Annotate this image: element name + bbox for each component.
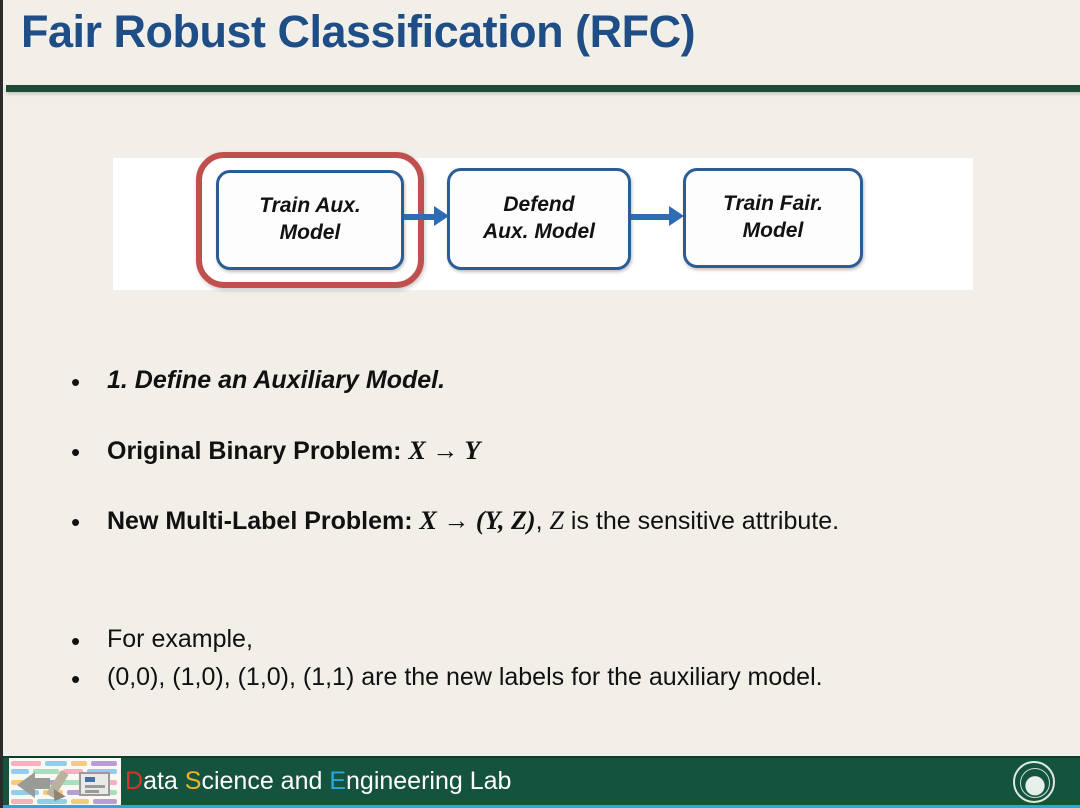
logo-bar — [71, 761, 87, 766]
logo-bar — [37, 799, 67, 804]
title-zone: Fair Robust Classification (RFC) — [3, 0, 1080, 86]
logo-bar — [87, 769, 117, 774]
document-icon-line — [85, 785, 105, 788]
bullet-1-text: 1. Define an Auxiliary Model. — [107, 365, 1051, 395]
logo-bar — [91, 761, 117, 766]
highlight-ring — [196, 152, 424, 288]
bullet-3-tail: is the sensitive attribute. — [563, 507, 840, 536]
bullet-5-text: (0,0), (1,0), (1,0), (1,1) are the new l… — [107, 663, 823, 692]
bullet-marker: • — [71, 664, 81, 695]
arrow-2-head — [669, 206, 684, 226]
flow-box-1-line1: Train Aux. — [259, 194, 361, 218]
flow-box-2-line2: Aux. Model — [482, 220, 595, 243]
bullet-3-math: X → (Y, Z) — [419, 506, 536, 536]
bullet-marker: • — [71, 437, 81, 467]
flow-box-1-text: Train Aux. Model — [259, 193, 361, 247]
bullet-2-text: Original Binary Problem: X → Y — [107, 435, 1051, 466]
document-icon-header — [85, 777, 95, 782]
logo-bar — [11, 769, 29, 774]
document-icon — [79, 772, 110, 796]
bullet-marker: • — [71, 507, 81, 538]
bullet-2-label: Original Binary Problem: — [107, 437, 409, 465]
bullet-item-new-labels: • (0,0), (1,0), (1,0), (1,1) are the new… — [71, 662, 1051, 692]
footer-text-ata: ata — [143, 767, 185, 795]
bullet-3-variable-z: Z — [549, 506, 564, 536]
logo-bar — [11, 761, 41, 766]
bullet-3-label: New Multi-Label Problem: — [107, 507, 420, 536]
bullet-3-comma: , — [535, 507, 550, 536]
logo-bar — [63, 769, 83, 774]
flow-box-defend-aux-model[interactable]: Defend Aux. Model — [447, 168, 631, 270]
arrow-2-shaft — [631, 214, 669, 220]
bullet-marker: • — [71, 367, 81, 397]
bullet-4-text: For example, — [107, 625, 253, 654]
university-seal-icon — [1013, 761, 1055, 803]
lab-logo-icon — [9, 758, 121, 806]
footer-lab-name: Data Science and Engineering Lab — [125, 767, 511, 796]
logo-bar — [61, 780, 89, 785]
university-seal-inner — [1020, 768, 1050, 798]
bullet-list: • 1. Define an Auxiliary Model. • Origin… — [71, 365, 1051, 692]
bullet-2-math: X → Y — [408, 436, 481, 465]
logo-bar — [11, 799, 33, 804]
flow-box-3-text: Train Fair. Model — [723, 191, 823, 245]
footer-letter-s: S — [184, 767, 202, 795]
footer-letter-d: D — [125, 767, 144, 795]
bullet-marker: • — [71, 626, 81, 657]
document-icon-line — [85, 790, 99, 793]
logo-bar — [71, 799, 89, 804]
flow-box-3-line1: Train Fair. — [723, 192, 823, 216]
flow-box-1-line2: Model — [279, 221, 341, 244]
flow-box-2-line1: Defend — [503, 193, 575, 217]
flow-box-train-fair-model[interactable]: Train Fair. Model — [683, 168, 863, 268]
title-divider — [6, 85, 1080, 92]
flow-box-3-line2: Model — [742, 219, 804, 242]
footer-top-divider — [3, 756, 1080, 758]
footer-text-cience-and: cience and — [201, 767, 330, 795]
logo-bar — [33, 769, 59, 774]
footer-bottom-divider — [3, 805, 1080, 808]
flow-box-2-text: Defend Aux. Model — [483, 192, 595, 246]
logo-bar — [93, 799, 117, 804]
bullet-item-new-multilabel-problem: • New Multi-Label Problem: X → (Y, Z), Z… — [71, 505, 1051, 536]
pipeline-diagram: Train Aux. Model Defend Aux. Model Train… — [113, 152, 973, 290]
bullet-item-for-example: • For example, — [71, 624, 1051, 654]
arrow-1-shaft — [404, 214, 434, 220]
arrow-right-icon-1 — [404, 206, 449, 226]
flow-box-train-aux-model[interactable]: Train Aux. Model — [216, 170, 404, 270]
slide-footer: Data Science and Engineering Lab — [3, 756, 1080, 808]
bullet-item-original-binary-problem: • Original Binary Problem: X → Y — [71, 435, 1051, 466]
logo-bar — [45, 761, 67, 766]
bullet-1-label: 1. Define an Auxiliary Model. — [107, 366, 446, 394]
back-arrow-tail — [34, 778, 50, 789]
footer-text-ngineering-lab: ngineering Lab — [346, 767, 512, 795]
footer-letter-e: E — [329, 767, 347, 795]
arrow-right-icon-2 — [631, 206, 684, 226]
arrow-1-head — [434, 206, 449, 226]
page-title: Fair Robust Classification (RFC) — [21, 6, 696, 57]
back-arrow-icon — [17, 772, 35, 798]
bullet-item-define-auxiliary-model: • 1. Define an Auxiliary Model. — [71, 365, 1051, 395]
bullet-3-text: New Multi-Label Problem: X → (Y, Z), Z i… — [107, 505, 1051, 536]
